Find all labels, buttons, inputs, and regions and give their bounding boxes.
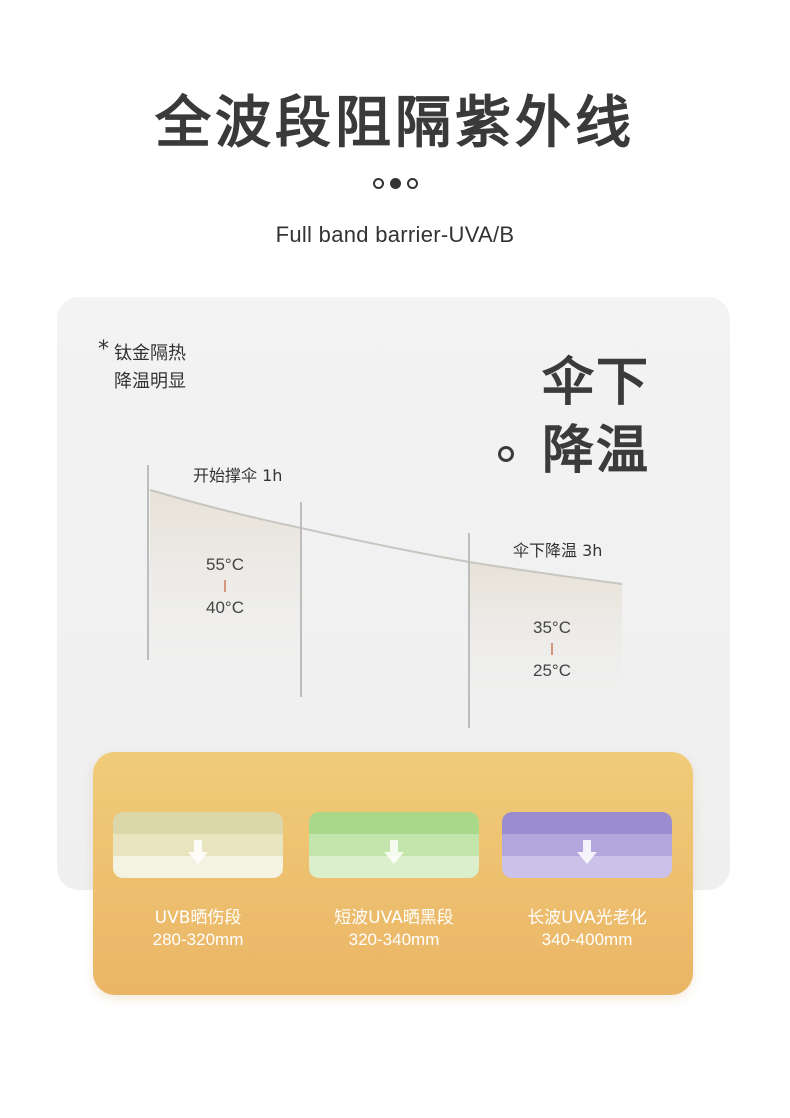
start-area [150, 490, 301, 700]
band-range-long-uva: 340-400mm [541, 930, 633, 949]
start-low-temp: 40°C [206, 598, 244, 617]
asterisk: * [98, 337, 109, 362]
carousel-dots [0, 178, 790, 192]
band-name-long-uva: 长波UVA光老化 [527, 908, 647, 928]
dot-active-icon [389, 178, 401, 189]
band-name-uvb: UVB晒伤段 [154, 908, 242, 928]
band-swatch-long-uva [502, 812, 672, 878]
arrow-down-icon [188, 840, 208, 864]
dot-icon [372, 178, 384, 189]
page-title: 全波段阻隔紫外线 [155, 91, 635, 156]
note-text: * 钛金隔热 降温明显 [98, 337, 186, 396]
arrow-down-icon [577, 840, 597, 864]
headline-line-1: 伞下 [542, 353, 651, 413]
band-swatch-uvb [113, 812, 283, 878]
arrow-down-icon [384, 840, 404, 864]
circle-icon [498, 446, 514, 462]
end-high-temp: 35°C [533, 618, 571, 637]
band-swatch-short-uva [309, 812, 479, 878]
headline-line-2: 降温 [542, 421, 651, 481]
band-range-uvb: 280-320mm [152, 930, 244, 949]
band-range-short-uva: 320-340mm [348, 930, 440, 949]
cooling-curve [149, 489, 623, 585]
start-label: 开始撑伞 1h [193, 466, 283, 485]
end-label: 伞下降温 3h [513, 541, 603, 560]
band-name-short-uva: 短波UVA晒黑段 [334, 908, 454, 928]
end-area [469, 562, 622, 730]
note-line-2: 降温明显 [114, 371, 186, 392]
note-line-1: 钛金隔热 [114, 343, 186, 364]
dot-icon [406, 178, 418, 189]
start-high-temp: 55°C [206, 555, 244, 574]
page-subtitle: Full band barrier-UVA/B [275, 222, 515, 247]
end-low-temp: 25°C [533, 661, 571, 680]
